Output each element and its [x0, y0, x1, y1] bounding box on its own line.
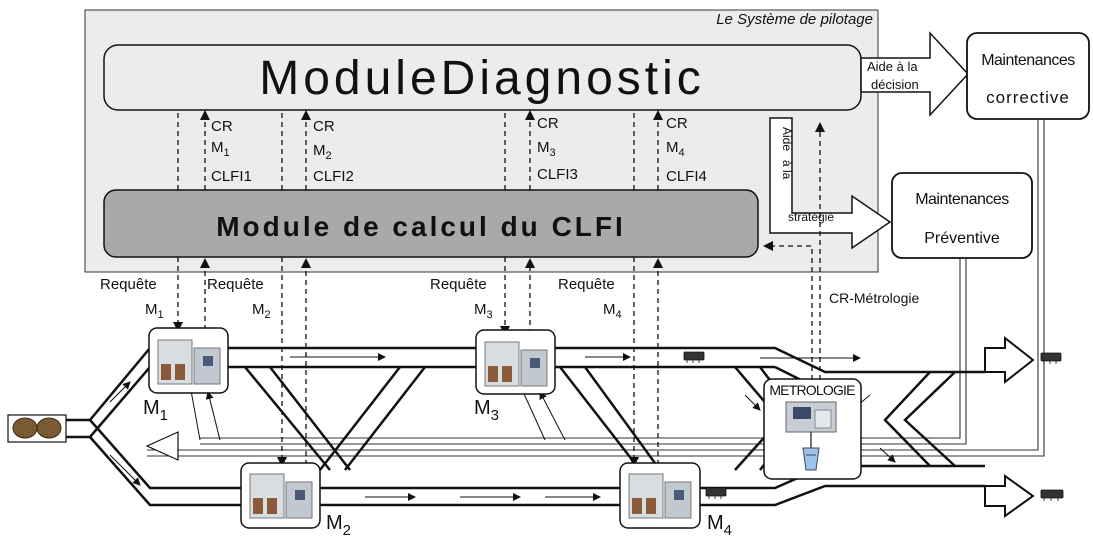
metrology-station [763, 378, 862, 480]
channel-3-cr: CR [537, 115, 559, 132]
chip-icon [683, 351, 705, 363]
maintenance-corrective-box [966, 32, 1090, 120]
machine-m4-icon [619, 462, 701, 529]
chip-icon [1040, 352, 1062, 364]
production-flow-lanes [55, 346, 985, 507]
feedback-arrowhead [145, 431, 179, 461]
channel-4-clfi: CLFI4 [666, 168, 707, 185]
aide-decision-text-1: Aide à la [867, 59, 918, 74]
module-calcul-label: Module de calcul du CLFI [216, 211, 626, 242]
channel-4-cr: CR [666, 115, 688, 132]
module-diagnostic-label: ModuleDiagnostic [259, 52, 705, 105]
machine-m4-label: M4 [707, 512, 732, 539]
request-3-text: Requête [430, 276, 487, 293]
maintenance-corrective-title: Maintenances [981, 52, 1075, 69]
channel-4-labels: CR M4 CLFI4 [666, 115, 707, 185]
channel-1-labels: CR M1 CLFI1 [211, 118, 252, 185]
chip-icons [683, 351, 1064, 501]
channel-1-m: M1 [211, 139, 230, 159]
machine-m3-label: M3 [474, 397, 499, 424]
aide-decision-arrow [860, 31, 970, 117]
channel-2-labels: CR M2 CLFI2 [313, 118, 354, 185]
machine-m3-icon [475, 329, 556, 395]
maintenance-corrective-type: corrective [986, 88, 1070, 107]
channel-3-m: M3 [537, 139, 556, 159]
channel-arrows [177, 110, 663, 190]
channel-3-clfi: CLFI3 [537, 166, 578, 183]
channel-1-clfi: CLFI1 [211, 168, 252, 185]
pilot-system-title: Le Système de pilotage [716, 11, 873, 28]
request-4-text: Requête [558, 276, 615, 293]
request-2-m: M2 [252, 301, 271, 321]
maintenance-feedback-lines [147, 119, 1045, 457]
machine-m2-label: M2 [326, 512, 351, 539]
maintenance-preventive-box [891, 172, 1033, 259]
maintenance-preventive-type: Préventive [924, 230, 1000, 247]
request-4-labels: Requête M4 [558, 276, 622, 321]
aide-decision-text-2: décision [871, 77, 919, 92]
cr-metrologie-label: CR-Métrologie [829, 290, 919, 306]
strategie-label: stratégie [788, 210, 834, 224]
cr-metrologie-strategy-line [763, 241, 813, 380]
channel-2-cr: CR [313, 118, 335, 135]
channel-3-labels: CR M3 CLFI3 [537, 115, 578, 183]
chip-icon [705, 487, 727, 499]
request-4-m: M4 [603, 301, 622, 321]
machine-m1-label: M1 [143, 397, 168, 424]
request-2-text: Requête [207, 276, 264, 293]
aide-strategie-text-1: Aide [780, 127, 794, 151]
request-3-m: M3 [474, 301, 493, 321]
machine-m1-icon [148, 327, 229, 394]
request-3-labels: Requête M3 [430, 276, 493, 321]
request-2-labels: Requête M2 [207, 276, 271, 321]
channel-1-cr: CR [211, 118, 233, 135]
request-1-m: M1 [145, 301, 164, 321]
flow-direction-arrows [109, 353, 896, 501]
metrology-label: METROLOGIE [769, 382, 855, 398]
exit-arrow-top [984, 335, 1035, 385]
machine-m2-icon [240, 462, 321, 529]
exit-arrow-bottom [984, 474, 1035, 518]
input-wafers-icon [7, 414, 67, 443]
aide-strategie-text-2: à la [780, 160, 794, 180]
channel-4-m: M4 [666, 139, 685, 159]
module-calcul-box [103, 189, 759, 258]
request-1-text: Requête [100, 276, 157, 293]
maintenance-preventive-title: Maintenances [915, 191, 1009, 208]
request-1-labels: Requête M1 [100, 276, 164, 321]
channel-2-m: M2 [313, 142, 332, 162]
chip-icon [1040, 489, 1064, 501]
request-arrows [173, 257, 663, 467]
aide-strategie-arrow [769, 117, 892, 250]
channel-2-clfi: CLFI2 [313, 168, 354, 185]
